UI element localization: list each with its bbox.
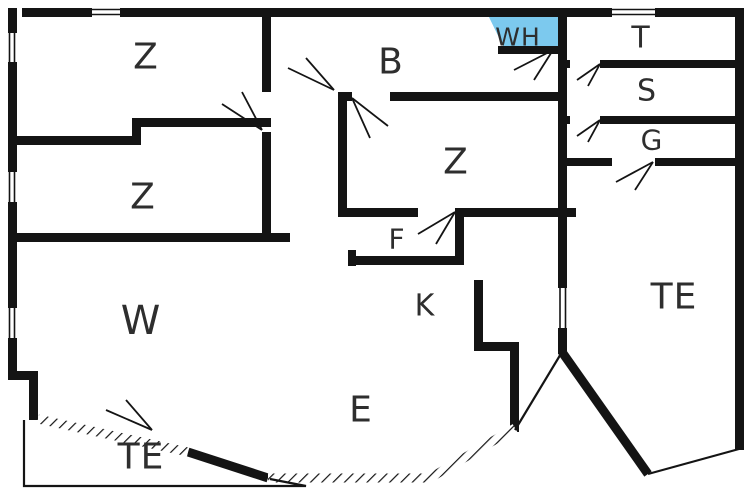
room-label-te-right: TE xyxy=(650,277,698,318)
room-label-e: E xyxy=(349,390,373,431)
hatched-window-walls xyxy=(37,414,518,483)
door-swing-icon xyxy=(351,97,389,139)
window-icon xyxy=(559,288,567,328)
door-swing-icon xyxy=(513,49,554,81)
doors xyxy=(105,49,654,431)
window-icon xyxy=(612,8,655,16)
room-label-k: K xyxy=(415,289,436,324)
room-label-z-top-left: Z xyxy=(133,37,159,78)
room-label-w: W xyxy=(121,298,162,344)
windows xyxy=(8,8,655,338)
door-swing-icon xyxy=(105,399,153,431)
window-icon xyxy=(8,33,16,62)
room-label-f: F xyxy=(388,223,405,256)
terrace-edges xyxy=(22,351,740,488)
window-icon xyxy=(8,172,16,202)
door-swing-icon xyxy=(221,91,263,131)
room-label-b: B xyxy=(378,42,404,83)
window-icon xyxy=(92,8,120,16)
room-label-g: G xyxy=(641,124,664,157)
door-swing-icon xyxy=(615,161,654,191)
room-label-z-center: Z xyxy=(443,142,469,183)
door-swing-icon xyxy=(417,211,456,245)
door-swing-icon xyxy=(576,63,601,87)
room-label-s: S xyxy=(637,74,657,109)
door-swing-icon xyxy=(576,119,601,143)
door-swing-icon xyxy=(287,57,335,91)
walls xyxy=(8,8,744,483)
wh-highlight-region xyxy=(487,13,558,50)
room-label-z-mid-left: Z xyxy=(130,177,156,218)
room-label-t: T xyxy=(630,21,650,56)
room-label-wh: WH xyxy=(495,23,541,52)
room-label-te-bottom: TE xyxy=(117,437,165,478)
window-icon xyxy=(8,308,16,338)
room-labels: Z Z B WH T S G Z F K W TE E TE xyxy=(117,21,698,478)
